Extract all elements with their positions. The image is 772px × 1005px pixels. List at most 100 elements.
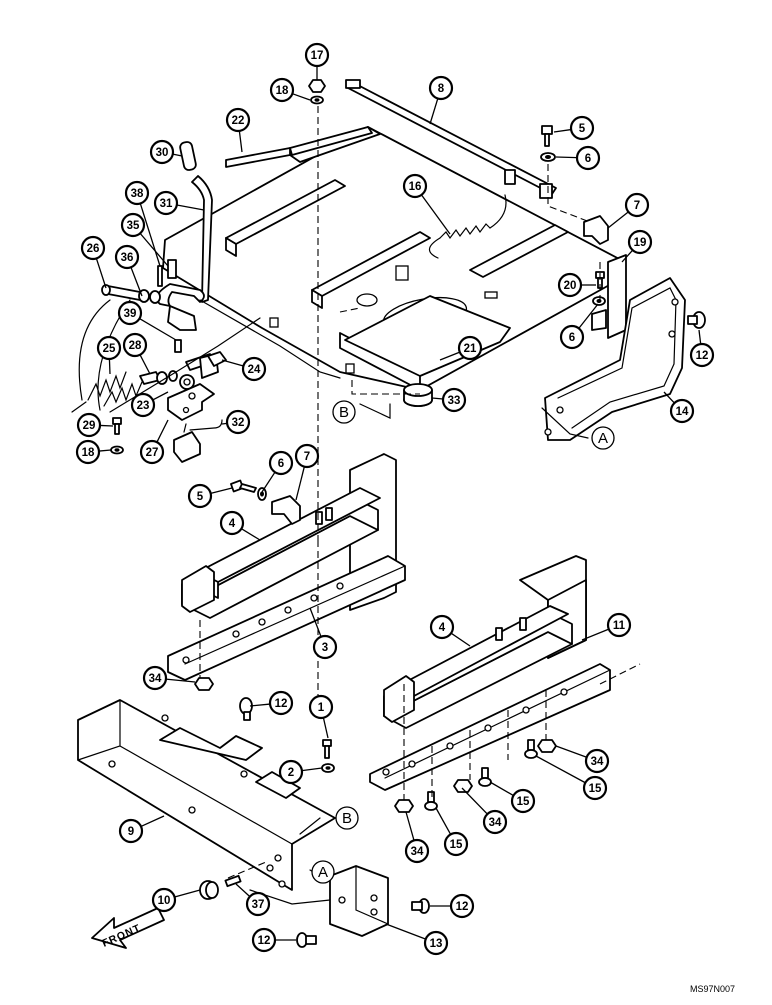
callout-circle [225, 409, 251, 435]
callout-leader [553, 128, 572, 133]
callout-31: 31 [153, 190, 205, 216]
callout-number: 12 [696, 350, 709, 362]
callout-circle [482, 809, 508, 835]
callout-number: 39 [124, 308, 137, 320]
callout-number: 8 [438, 83, 445, 95]
callout-number: 12 [275, 698, 288, 710]
callout-leader [309, 607, 322, 637]
callout-leader [439, 351, 461, 361]
callout-number: 7 [304, 451, 310, 463]
callout-number: 33 [448, 395, 461, 407]
callout-number: 31 [160, 198, 173, 210]
callout-number: 24 [248, 364, 261, 376]
callout-number: 37 [252, 899, 265, 911]
callout-12: 12 [689, 329, 715, 368]
callout-leader [221, 359, 244, 367]
callout-number: 34 [411, 846, 424, 858]
bolt-washer-upper [540, 125, 556, 162]
callout-15: 15 [435, 807, 469, 857]
callout-leader [621, 249, 634, 263]
callout-circle [457, 335, 483, 361]
callout-25: 25 [96, 335, 122, 375]
callout-16: 16 [402, 173, 451, 235]
callout-circle [96, 335, 122, 361]
reference-mark-b: B [335, 806, 359, 830]
reference-circle [311, 860, 335, 884]
tension-spring [428, 194, 507, 259]
callout-number: 13 [430, 938, 443, 950]
callout-circle [142, 665, 168, 691]
callout-24: 24 [221, 356, 267, 382]
callout-number: 15 [450, 839, 463, 851]
seat-base-plate [162, 126, 626, 391]
rubber-bumper [403, 383, 433, 407]
callout-10: 10 [151, 887, 201, 913]
callout-circle [120, 212, 146, 238]
callout-circle [151, 887, 177, 913]
front-arrow [91, 907, 165, 949]
frame-bolt [224, 874, 242, 888]
callout-leader [535, 755, 586, 784]
callout-leader [165, 678, 196, 683]
callout-leader [241, 528, 261, 541]
callout-circle [669, 398, 695, 424]
callout-34: 34 [404, 811, 430, 864]
callout-number: 16 [409, 181, 422, 193]
callout-leader [489, 781, 514, 797]
callout-number: 28 [129, 340, 142, 352]
callout-circle [402, 173, 428, 199]
callout-circle [278, 759, 304, 785]
callout-circle [510, 788, 536, 814]
callout-18: 18 [75, 439, 112, 465]
callout-number: 4 [439, 622, 446, 634]
bolt-washer-lower [321, 739, 335, 773]
mounting-bolts [424, 739, 538, 811]
reference-circle [332, 400, 356, 424]
callout-leader [99, 424, 114, 427]
callout-36: 36 [114, 244, 143, 297]
callout-14: 14 [663, 391, 695, 424]
callout-leader [210, 487, 233, 494]
callout-circle [241, 356, 267, 382]
callout-circle [122, 332, 148, 358]
callout-12: 12 [430, 893, 475, 919]
right-slide-rail [369, 555, 611, 791]
callout-11: 11 [581, 612, 632, 641]
callout-leader [578, 303, 599, 329]
callout-number: 29 [83, 420, 96, 432]
callout-number: 15 [589, 783, 602, 795]
callout-circle [153, 190, 179, 216]
callout-circle [245, 891, 271, 917]
callout-leader [385, 923, 426, 940]
callout-circle [428, 75, 454, 101]
frame-plug [199, 880, 219, 900]
callout-number: 4 [229, 518, 236, 530]
callout-circle [117, 300, 143, 326]
callout-circle [76, 412, 102, 438]
callout-circle [404, 838, 430, 864]
callout-leader [139, 318, 177, 341]
callout-circle [624, 192, 650, 218]
callout-leader [108, 358, 111, 375]
callout-6: 6 [261, 450, 294, 493]
callout-32: 32 [221, 409, 251, 435]
callout-circle [268, 690, 294, 716]
callout-circle [627, 229, 653, 255]
side-cover [544, 277, 706, 441]
callout-number: 9 [128, 826, 134, 838]
release-handle-assembly [101, 259, 205, 353]
reference-circle [591, 426, 615, 450]
callout-5: 5 [553, 115, 595, 141]
callout-number: 6 [585, 153, 591, 165]
callout-33: 33 [431, 387, 467, 413]
reference-circle [335, 806, 359, 830]
callout-circle [304, 42, 330, 68]
callout-19: 19 [621, 229, 653, 263]
callout-3: 3 [309, 607, 338, 660]
callout-circle [569, 115, 595, 141]
callout-circle [584, 748, 610, 774]
callout-12: 12 [251, 927, 296, 953]
